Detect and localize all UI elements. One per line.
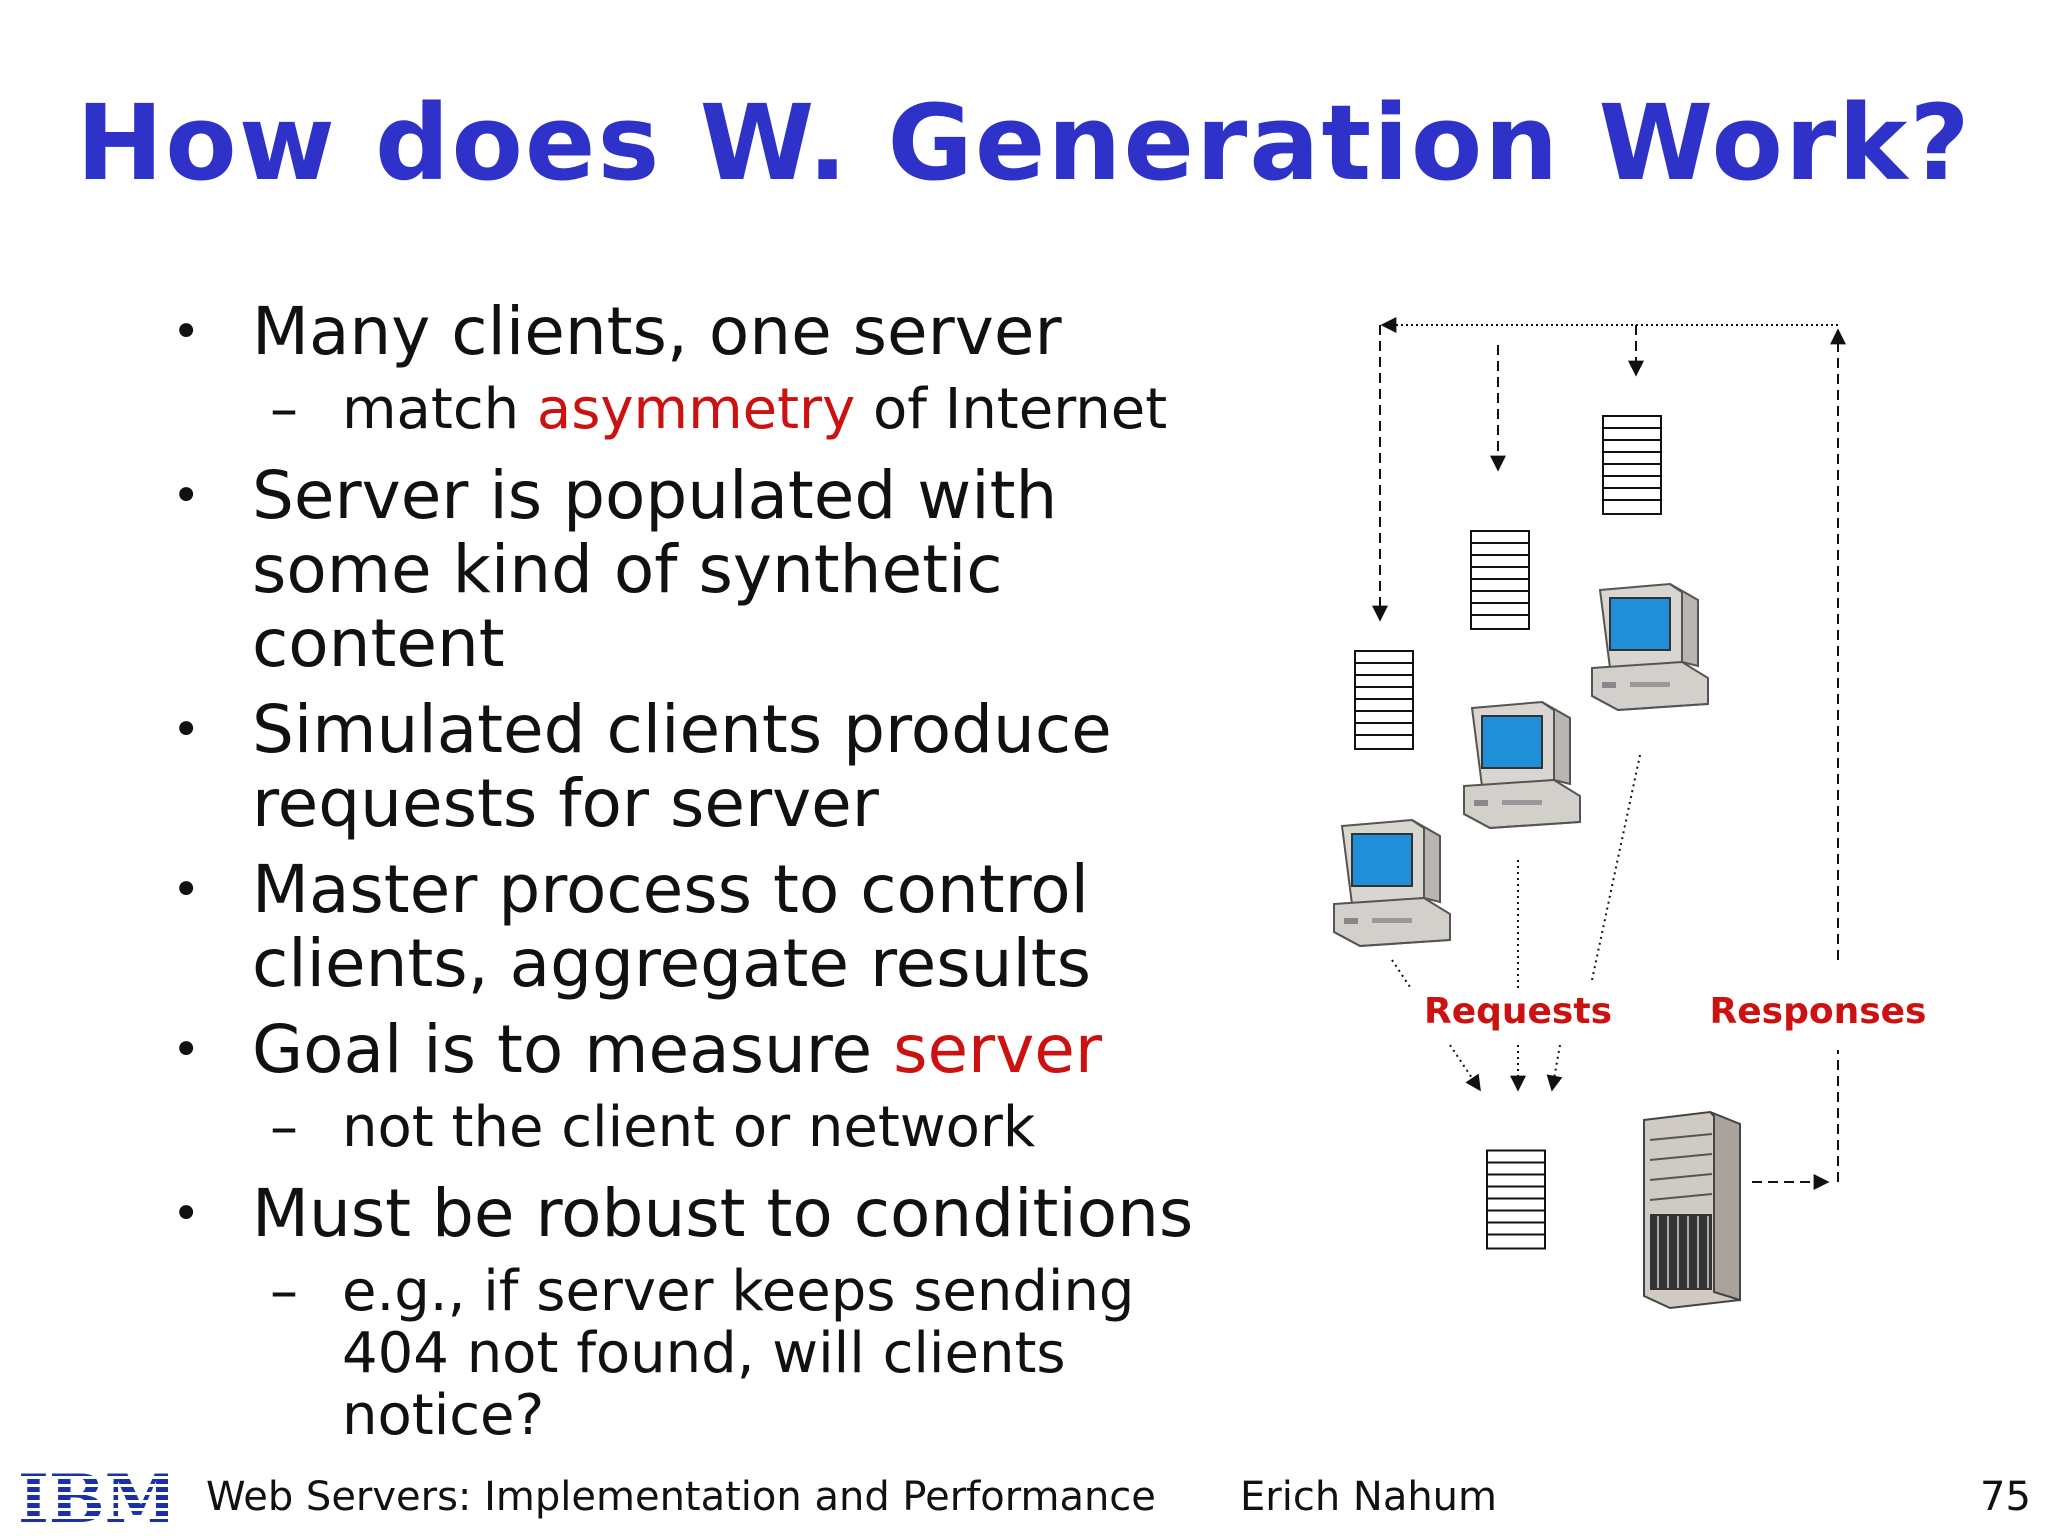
server-queue	[1486, 1148, 1546, 1251]
master-control-lines	[1372, 317, 1838, 622]
load-generation-diagram: Requests Responses	[1333, 317, 1927, 1309]
sub-bullet-6-1: e.g., if server keeps sending 404 not fo…	[170, 1261, 1250, 1447]
responses-label: Responses	[1710, 991, 1927, 1032]
bullet-2: Server is populated with some kind of sy…	[170, 459, 1250, 681]
client-queue-1	[1354, 650, 1414, 750]
slide-title: How does W. Generation Work?	[76, 82, 1972, 204]
emphasis-asymmetry: asymmetry	[536, 377, 856, 442]
ibm-logo: IBM	[18, 1468, 168, 1528]
footer-course-title: Web Servers: Implementation and Performa…	[206, 1474, 1156, 1520]
response-lines	[1752, 328, 1846, 1190]
server-machine	[1643, 1111, 1741, 1309]
footer-author: Erich Nahum	[1240, 1474, 1497, 1520]
request-lines	[1391, 754, 1641, 1092]
sub-bullet-5-1: not the client or network	[170, 1097, 1250, 1160]
footer-page-number: 75	[1980, 1474, 2031, 1520]
emphasis-server: server	[893, 1011, 1102, 1088]
client-computer-3	[1591, 583, 1709, 711]
bullet-6: Must be robust to conditions	[170, 1177, 1250, 1252]
sub-bullet-1-1: match asymmetry of Internet	[170, 377, 1250, 442]
bullet-4: Master process to control clients, aggre…	[170, 853, 1250, 1001]
client-queue-2	[1470, 530, 1530, 630]
client-queue-3	[1602, 415, 1662, 515]
client-computer-1	[1333, 819, 1451, 947]
bullet-3: Simulated clients produce requests for s…	[170, 693, 1250, 841]
bullet-list: Many clients, one server match asymmetry…	[170, 295, 1250, 1465]
slide-footer: IBM Web Servers: Implementation and Perf…	[0, 1460, 2048, 1530]
client-computer-2	[1463, 701, 1581, 829]
bullet-1: Many clients, one server	[170, 295, 1250, 370]
requests-label: Requests	[1424, 991, 1612, 1032]
bullet-5: Goal is to measure server	[170, 1011, 1250, 1088]
